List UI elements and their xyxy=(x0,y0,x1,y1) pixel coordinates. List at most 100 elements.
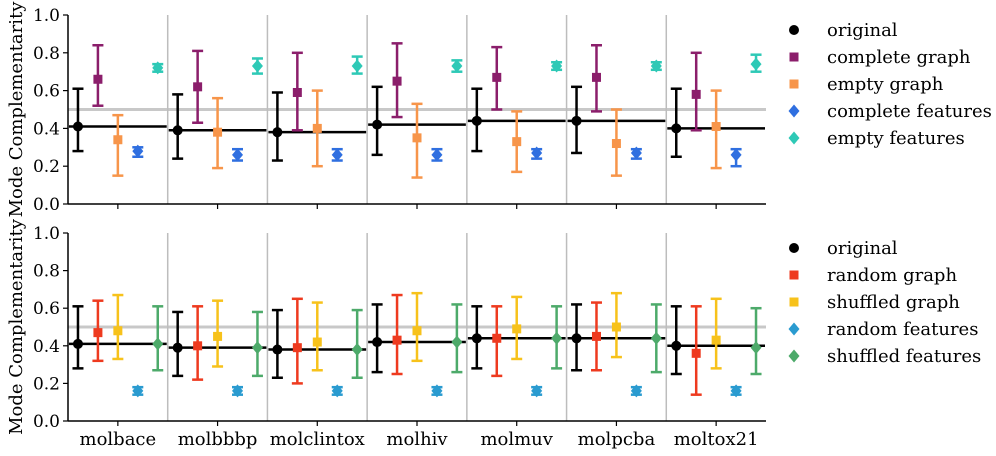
legend-marker xyxy=(789,297,799,307)
x-tick-label: molhiv xyxy=(386,429,448,450)
data-point xyxy=(730,384,742,398)
data-point xyxy=(392,335,402,345)
data-point xyxy=(351,59,363,73)
legend-label: shuffled graph xyxy=(827,292,960,313)
y-tick-label: 0.2 xyxy=(33,374,60,394)
series-original xyxy=(72,85,682,162)
data-point xyxy=(72,338,83,349)
legend-label: shuffled features xyxy=(827,346,981,367)
data-point xyxy=(292,87,302,97)
y-tick-label: 0.8 xyxy=(33,44,60,64)
legend-marker xyxy=(789,270,799,280)
legend-marker xyxy=(789,52,799,62)
legend-label: complete graph xyxy=(827,47,971,68)
chart-panel-2: 0.0 0.2 0.4 0.6 0.8 1.0 molbace molbbbp molclint… xyxy=(6,218,981,450)
data-point xyxy=(251,59,263,73)
legend-marker xyxy=(788,104,800,118)
y-tick-label: 1.0 xyxy=(33,6,60,26)
data-point xyxy=(93,328,103,338)
legend-marker xyxy=(788,322,800,336)
series-complete-features xyxy=(132,144,742,168)
data-point xyxy=(551,59,563,73)
x-tick-label: moltox21 xyxy=(674,429,759,450)
data-point xyxy=(571,333,582,344)
data-point xyxy=(512,324,522,334)
y-tick-label: 1.0 xyxy=(33,224,60,244)
data-point xyxy=(671,340,682,351)
data-point xyxy=(172,342,183,353)
legend-label: original xyxy=(827,238,898,259)
data-point xyxy=(113,326,123,336)
y-tick-label: 0.0 xyxy=(33,195,60,215)
series-empty-graph xyxy=(112,89,722,179)
series-shuffled-features xyxy=(152,303,762,380)
x-tick-label: molpcba xyxy=(578,429,656,450)
y-tick-label: 0.4 xyxy=(33,337,60,357)
data-point xyxy=(312,123,322,133)
legend-label: empty features xyxy=(827,128,965,149)
y-tick-label: 0.2 xyxy=(33,157,60,177)
legend: original random graph shuffled graph random… xyxy=(788,238,981,367)
data-point xyxy=(232,148,244,162)
data-point xyxy=(152,61,164,75)
y-axis-label: Mode Complementarity xyxy=(6,1,27,218)
series-empty-features xyxy=(152,53,762,75)
data-point xyxy=(132,384,144,398)
series-complete-graph xyxy=(92,42,702,132)
data-point xyxy=(551,331,563,345)
data-point xyxy=(72,121,83,132)
x-tick-label: molbbbp xyxy=(178,429,258,450)
data-point xyxy=(591,72,601,82)
data-point xyxy=(113,135,123,145)
legend-marker xyxy=(788,349,800,363)
data-point xyxy=(431,148,443,162)
legend-label: complete features xyxy=(827,101,992,122)
data-point xyxy=(351,343,363,357)
data-point xyxy=(691,89,701,99)
data-point xyxy=(132,144,144,158)
x-tick-label: molclintox xyxy=(270,429,365,450)
data-point xyxy=(152,337,164,351)
y-tick-label: 0.0 xyxy=(33,412,60,432)
y-tick-label: 0.8 xyxy=(33,262,60,282)
data-point xyxy=(331,384,343,398)
data-point xyxy=(711,122,721,132)
data-point xyxy=(93,74,103,84)
data-point xyxy=(272,127,283,138)
data-point xyxy=(213,127,223,137)
data-point xyxy=(213,331,223,341)
data-point xyxy=(471,115,482,126)
legend-marker xyxy=(788,131,800,145)
data-point xyxy=(531,146,543,160)
data-point xyxy=(292,343,302,353)
data-point xyxy=(512,137,522,147)
legend-marker xyxy=(789,79,799,89)
data-point xyxy=(650,59,662,73)
data-point xyxy=(412,326,422,336)
data-point xyxy=(372,337,383,348)
legend-marker xyxy=(789,243,799,253)
x-tick-label: molbace xyxy=(80,429,157,450)
data-point xyxy=(750,341,762,355)
data-point xyxy=(451,59,463,73)
x-tick-label: molmuv xyxy=(480,429,553,450)
data-point xyxy=(630,146,642,160)
data-point xyxy=(331,148,343,162)
data-point xyxy=(591,331,601,341)
data-point xyxy=(193,82,203,92)
data-point xyxy=(730,148,742,162)
data-point xyxy=(531,384,543,398)
data-point xyxy=(711,335,721,345)
y-tick-label: 0.6 xyxy=(33,299,60,319)
y-tick-label: 0.4 xyxy=(33,119,60,139)
legend-label: random features xyxy=(827,319,978,340)
data-point xyxy=(392,76,402,86)
legend-label: random graph xyxy=(827,265,957,286)
data-point xyxy=(471,333,482,344)
legend-label: empty graph xyxy=(827,74,944,95)
data-point xyxy=(232,384,244,398)
series-shuffled-graph xyxy=(112,291,722,372)
series-original xyxy=(72,303,682,380)
series-random-features xyxy=(132,384,742,398)
